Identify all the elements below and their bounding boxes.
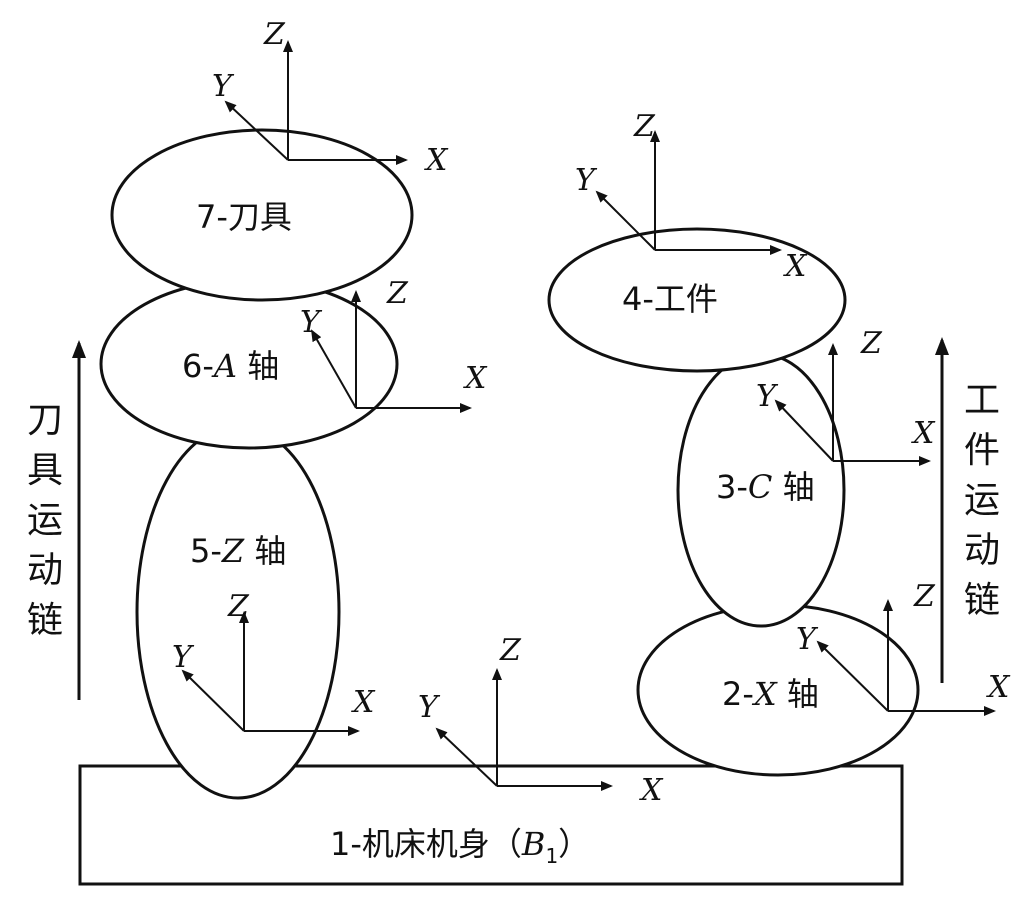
y-axis-arrow: [595, 190, 656, 251]
y-axis-arrow: [816, 640, 889, 712]
y-axis-arrow: [224, 100, 289, 161]
bed-label: 1-机床机身（B1）: [330, 825, 590, 868]
workpiece-chain-char: 链: [964, 580, 1000, 621]
z-axis-letter: Z: [499, 633, 522, 668]
x-axis-letter: X: [911, 416, 936, 451]
tool-chain-char: 刀: [27, 400, 63, 441]
y-axis-arrow: [181, 669, 245, 732]
x-axis-label: 2-X 轴: [722, 675, 819, 713]
workpiece-chain-char: 件: [964, 430, 1000, 471]
workpiece-body: [547, 227, 847, 373]
tool-label: 7-刀具: [196, 198, 292, 236]
z-axis-letter: Z: [386, 276, 409, 311]
tool-frame: ZY X: [212, 17, 449, 178]
x-axis-letter: X: [463, 361, 488, 396]
workpiece-chain-char: 动: [964, 530, 1000, 571]
x-axis-letter: X: [351, 685, 376, 720]
z-axis-label: 5-Z 轴: [190, 532, 286, 570]
workpiece-label: 4-工件: [622, 280, 718, 318]
workpiece-frame: ZY X: [575, 109, 808, 284]
tool-chain-char: 链: [27, 600, 63, 641]
tool-chain-char: 具: [27, 450, 63, 491]
bed-frame: Z Y X: [418, 633, 664, 808]
a-axis-frame: Z Y X: [300, 276, 488, 413]
a-axis-label: 6-A 轴: [182, 347, 279, 385]
x-axis-letter: X: [424, 143, 449, 178]
workpiece-chain-char: 运: [964, 480, 1000, 521]
x-axis-letter: X: [783, 249, 808, 284]
workpiece-chain-label: 工 件 运 动 链: [964, 380, 1000, 621]
z-axis-letter: Z: [227, 589, 250, 624]
y-axis-letter: Y: [756, 379, 779, 414]
z-axis-letter: Z: [633, 109, 656, 144]
x-axis-letter: X: [639, 773, 664, 808]
y-axis-letter: Y: [575, 163, 598, 198]
x-axis-frame: Z Y X: [796, 579, 1011, 716]
y-axis-arrow: [774, 399, 834, 462]
z-axis-letter: Z: [860, 326, 883, 361]
x-axis-letter: X: [986, 670, 1011, 705]
y-axis-letter: Y: [300, 305, 323, 340]
tool-body: [110, 128, 414, 302]
z-axis-letter: Z: [913, 579, 936, 614]
c-axis-label: 3-C 轴: [716, 468, 815, 506]
y-axis-letter: Y: [172, 640, 195, 675]
y-axis-letter: Y: [418, 690, 441, 725]
y-axis-arrow: [311, 329, 357, 409]
z-axis-letter: Z: [263, 17, 286, 52]
y-axis-letter: Y: [796, 622, 819, 657]
c-axis-frame: Z Y X: [756, 326, 936, 466]
z-axis-frame: ZY X: [172, 589, 376, 736]
tool-chain-char: 动: [27, 550, 63, 591]
y-axis-letter: Y: [212, 69, 235, 104]
workpiece-chain-char: 工: [964, 380, 1000, 421]
tool-chain-label: 刀 具 运 动 链: [27, 400, 63, 641]
tool-chain-char: 运: [27, 500, 63, 541]
y-axis-arrow: [435, 727, 498, 787]
